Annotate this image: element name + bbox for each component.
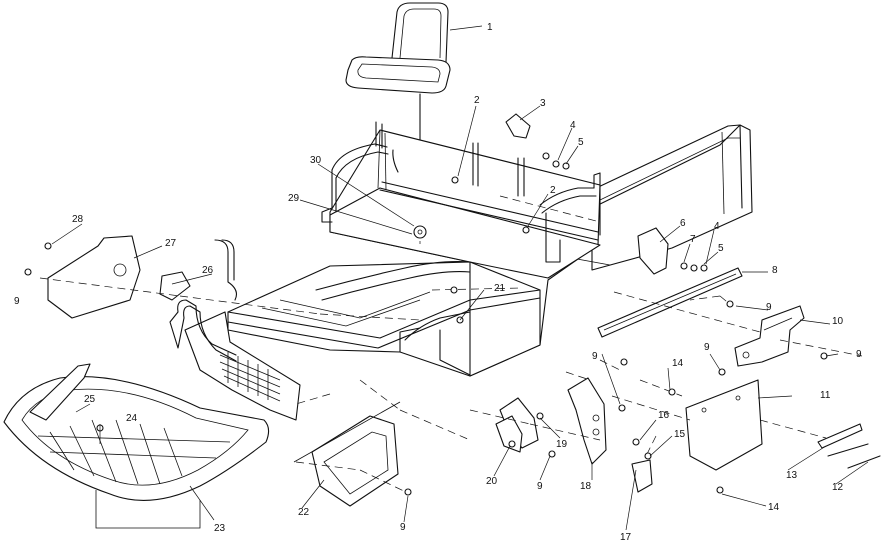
callout-20: 20 [486, 476, 498, 487]
callout-24: 24 [126, 413, 138, 424]
callout-4: 4 [714, 221, 720, 232]
callout-10: 10 [832, 316, 844, 327]
callout-5: 5 [718, 243, 724, 254]
callout-22: 22 [298, 507, 310, 518]
callout-21: 21 [494, 283, 506, 294]
callout-19: 19 [556, 439, 568, 450]
callout-12: 12 [832, 482, 844, 493]
callout-9: 9 [766, 302, 772, 313]
left-side-parts [3, 235, 523, 529]
callout-9: 9 [856, 349, 862, 360]
callout-9: 9 [14, 296, 20, 307]
callout-9: 9 [400, 522, 406, 533]
callout-2: 2 [550, 185, 556, 196]
seat [345, 2, 451, 225]
callout-1: 1 [487, 22, 493, 33]
callout-9: 9 [537, 481, 543, 492]
fasteners [24, 152, 828, 496]
callout-6: 6 [680, 218, 686, 229]
callout-13: 13 [786, 470, 798, 481]
callout-9: 9 [704, 342, 710, 353]
callout-23: 23 [214, 523, 226, 534]
callout-28: 28 [72, 214, 84, 225]
callout-14: 14 [768, 502, 780, 513]
callout-labels: 1 2 3 4 5 30 2 29 6 4 7 5 28 27 9 26 8 2… [14, 22, 862, 541]
callout-14: 14 [672, 358, 684, 369]
callout-3: 3 [540, 98, 546, 109]
callout-29: 29 [288, 193, 300, 204]
assembly-lines [39, 195, 863, 495]
callout-5: 5 [578, 137, 584, 148]
main-frame [169, 121, 753, 421]
callout-30: 30 [310, 155, 322, 166]
callout-4: 4 [570, 120, 576, 131]
callout-8: 8 [772, 265, 778, 276]
callout-18: 18 [580, 481, 592, 492]
callout-27: 27 [165, 238, 177, 249]
leader-lines [51, 25, 869, 531]
callout-2: 2 [474, 95, 480, 106]
callout-25: 25 [84, 394, 96, 405]
callout-16: 16 [658, 410, 670, 421]
callout-17: 17 [620, 532, 632, 541]
right-side-parts [499, 113, 881, 493]
callout-15: 15 [674, 429, 686, 440]
callout-26: 26 [202, 265, 214, 276]
callout-11: 11 [820, 390, 831, 401]
callout-9: 9 [592, 351, 598, 362]
callout-7: 7 [690, 234, 696, 245]
